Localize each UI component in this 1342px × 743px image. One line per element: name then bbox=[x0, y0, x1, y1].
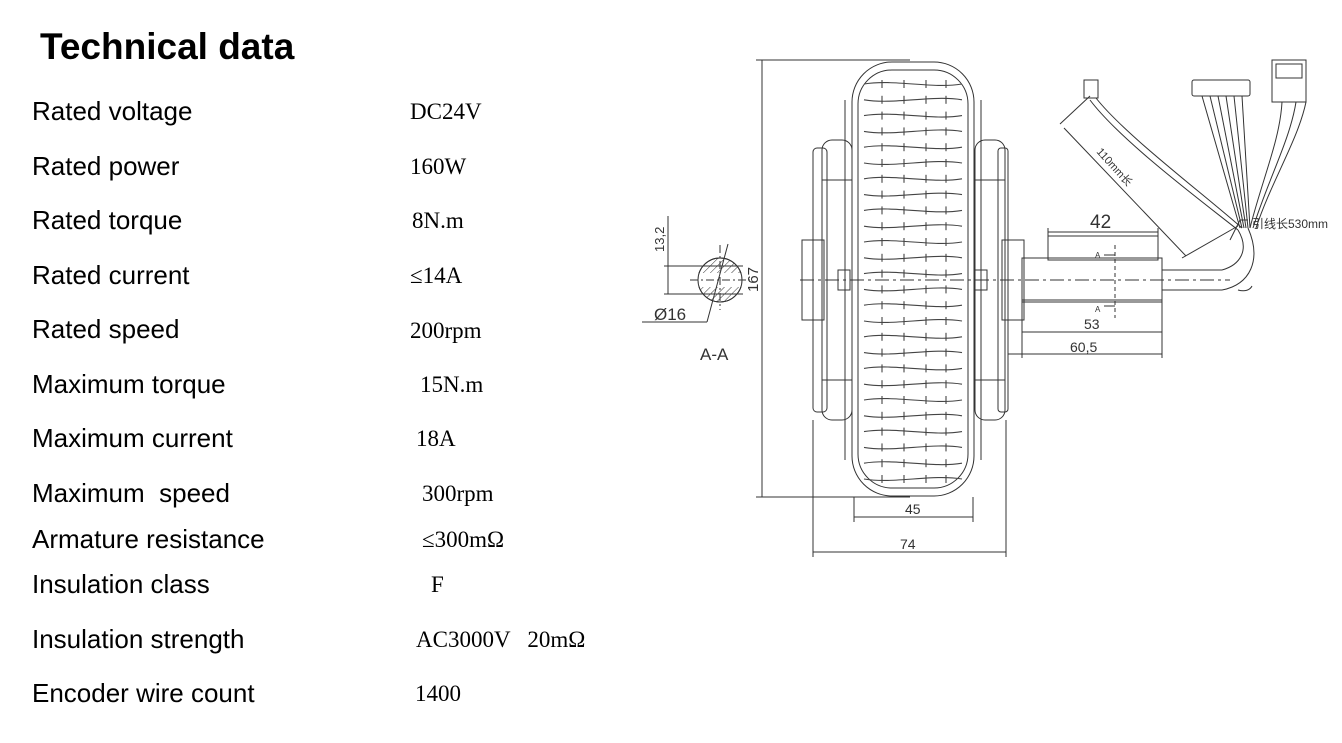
spec-value-rated-torque: 8N.m bbox=[412, 208, 464, 233]
spec-value-armature-resistance: ≤300mΩ bbox=[422, 527, 505, 552]
dim-16-label: Ø16 bbox=[654, 305, 686, 324]
tread-groove bbox=[863, 366, 963, 371]
tread-groove bbox=[863, 255, 963, 260]
cable-length-dimensions bbox=[1059, 95, 1248, 259]
axle-shaft bbox=[800, 235, 1230, 318]
tread-groove bbox=[863, 429, 963, 434]
tire-tread bbox=[863, 80, 963, 483]
spec-label-maximum-current: Maximum current bbox=[32, 423, 233, 453]
tread-groove bbox=[863, 303, 963, 308]
tread-groove bbox=[863, 445, 963, 450]
tread-groove bbox=[863, 97, 963, 102]
spec-value-insulation-class: F bbox=[431, 572, 444, 597]
tread-groove bbox=[863, 398, 963, 402]
dim-42-label: 42 bbox=[1090, 212, 1111, 233]
spec-label-rated-current: Rated current bbox=[32, 260, 190, 290]
tread-groove bbox=[863, 240, 963, 244]
tread-groove bbox=[863, 208, 963, 213]
tread-groove bbox=[863, 287, 963, 292]
spec-value-insulation-strength: AC3000V 20mΩ bbox=[416, 627, 586, 652]
spec-value-rated-current: ≤14A bbox=[410, 263, 463, 288]
tread-groove bbox=[863, 350, 963, 355]
spec-label-armature-resistance: Armature resistance bbox=[32, 524, 265, 554]
dim-74-label: 74 bbox=[900, 536, 916, 552]
section-a-a-label: A-A bbox=[700, 345, 729, 364]
tread-groove bbox=[863, 224, 963, 229]
tread-groove bbox=[863, 461, 963, 466]
spec-label-maximum-speed: Maximum speed bbox=[32, 478, 230, 508]
spec-label-maximum-torque: Maximum torque bbox=[32, 369, 226, 399]
tread-groove bbox=[863, 319, 963, 323]
tread-groove bbox=[863, 334, 963, 339]
dim-110mm-label: 110mm长 bbox=[1094, 145, 1135, 189]
width-dimensions bbox=[812, 420, 1007, 557]
spec-label-insulation-class: Insulation class bbox=[32, 569, 210, 599]
dim-53-label: 53 bbox=[1084, 316, 1100, 332]
spec-label-rated-power: Rated power bbox=[32, 151, 180, 181]
shaft-dimensions bbox=[1007, 228, 1163, 358]
tread-groove bbox=[863, 271, 963, 276]
tread-groove bbox=[863, 192, 963, 197]
tread-groove bbox=[863, 382, 963, 387]
dim-45-label: 45 bbox=[905, 501, 921, 517]
tread-groove bbox=[863, 145, 963, 150]
tread-groove bbox=[863, 477, 963, 481]
spec-value-rated-voltage: DC24V bbox=[410, 99, 482, 124]
spec-value-encoder-wire-count: 1400 bbox=[415, 681, 461, 706]
spec-label-insulation-strength: Insulation strength bbox=[32, 624, 245, 654]
dim-60-5-label: 60,5 bbox=[1070, 339, 1097, 355]
cable-bundle bbox=[1083, 59, 1307, 292]
spec-label-encoder-wire-count: Encoder wire count bbox=[32, 678, 255, 708]
tread-groove bbox=[863, 413, 963, 418]
dim-13-2-label: 13,2 bbox=[652, 227, 667, 252]
tread-groove bbox=[863, 176, 963, 181]
tread-groove bbox=[863, 82, 963, 86]
tread-groove bbox=[863, 161, 963, 165]
tread-groove bbox=[863, 129, 963, 134]
spec-value-maximum-torque: 15N.m bbox=[420, 372, 484, 397]
section-mark-a-top: A bbox=[1095, 251, 1101, 260]
spec-label-rated-torque: Rated torque bbox=[32, 205, 183, 235]
spec-value-maximum-speed: 300rpm bbox=[422, 481, 494, 506]
spec-value-maximum-current: 18A bbox=[416, 426, 456, 451]
spec-label-rated-voltage: Rated voltage bbox=[32, 96, 193, 126]
dim-530mm-label: 引线长530mm bbox=[1252, 217, 1328, 231]
section-mark-a-bottom: A bbox=[1095, 305, 1101, 314]
shaft-cross-section bbox=[642, 216, 750, 323]
tread-groove bbox=[863, 113, 963, 118]
dim-167-label: 167 bbox=[745, 267, 762, 292]
page-title: Technical data bbox=[40, 26, 295, 67]
spec-value-rated-power: 160W bbox=[410, 154, 467, 179]
dim-167-line bbox=[756, 59, 910, 498]
spec-label-rated-speed: Rated speed bbox=[32, 314, 180, 344]
spec-value-rated-speed: 200rpm bbox=[410, 318, 482, 343]
